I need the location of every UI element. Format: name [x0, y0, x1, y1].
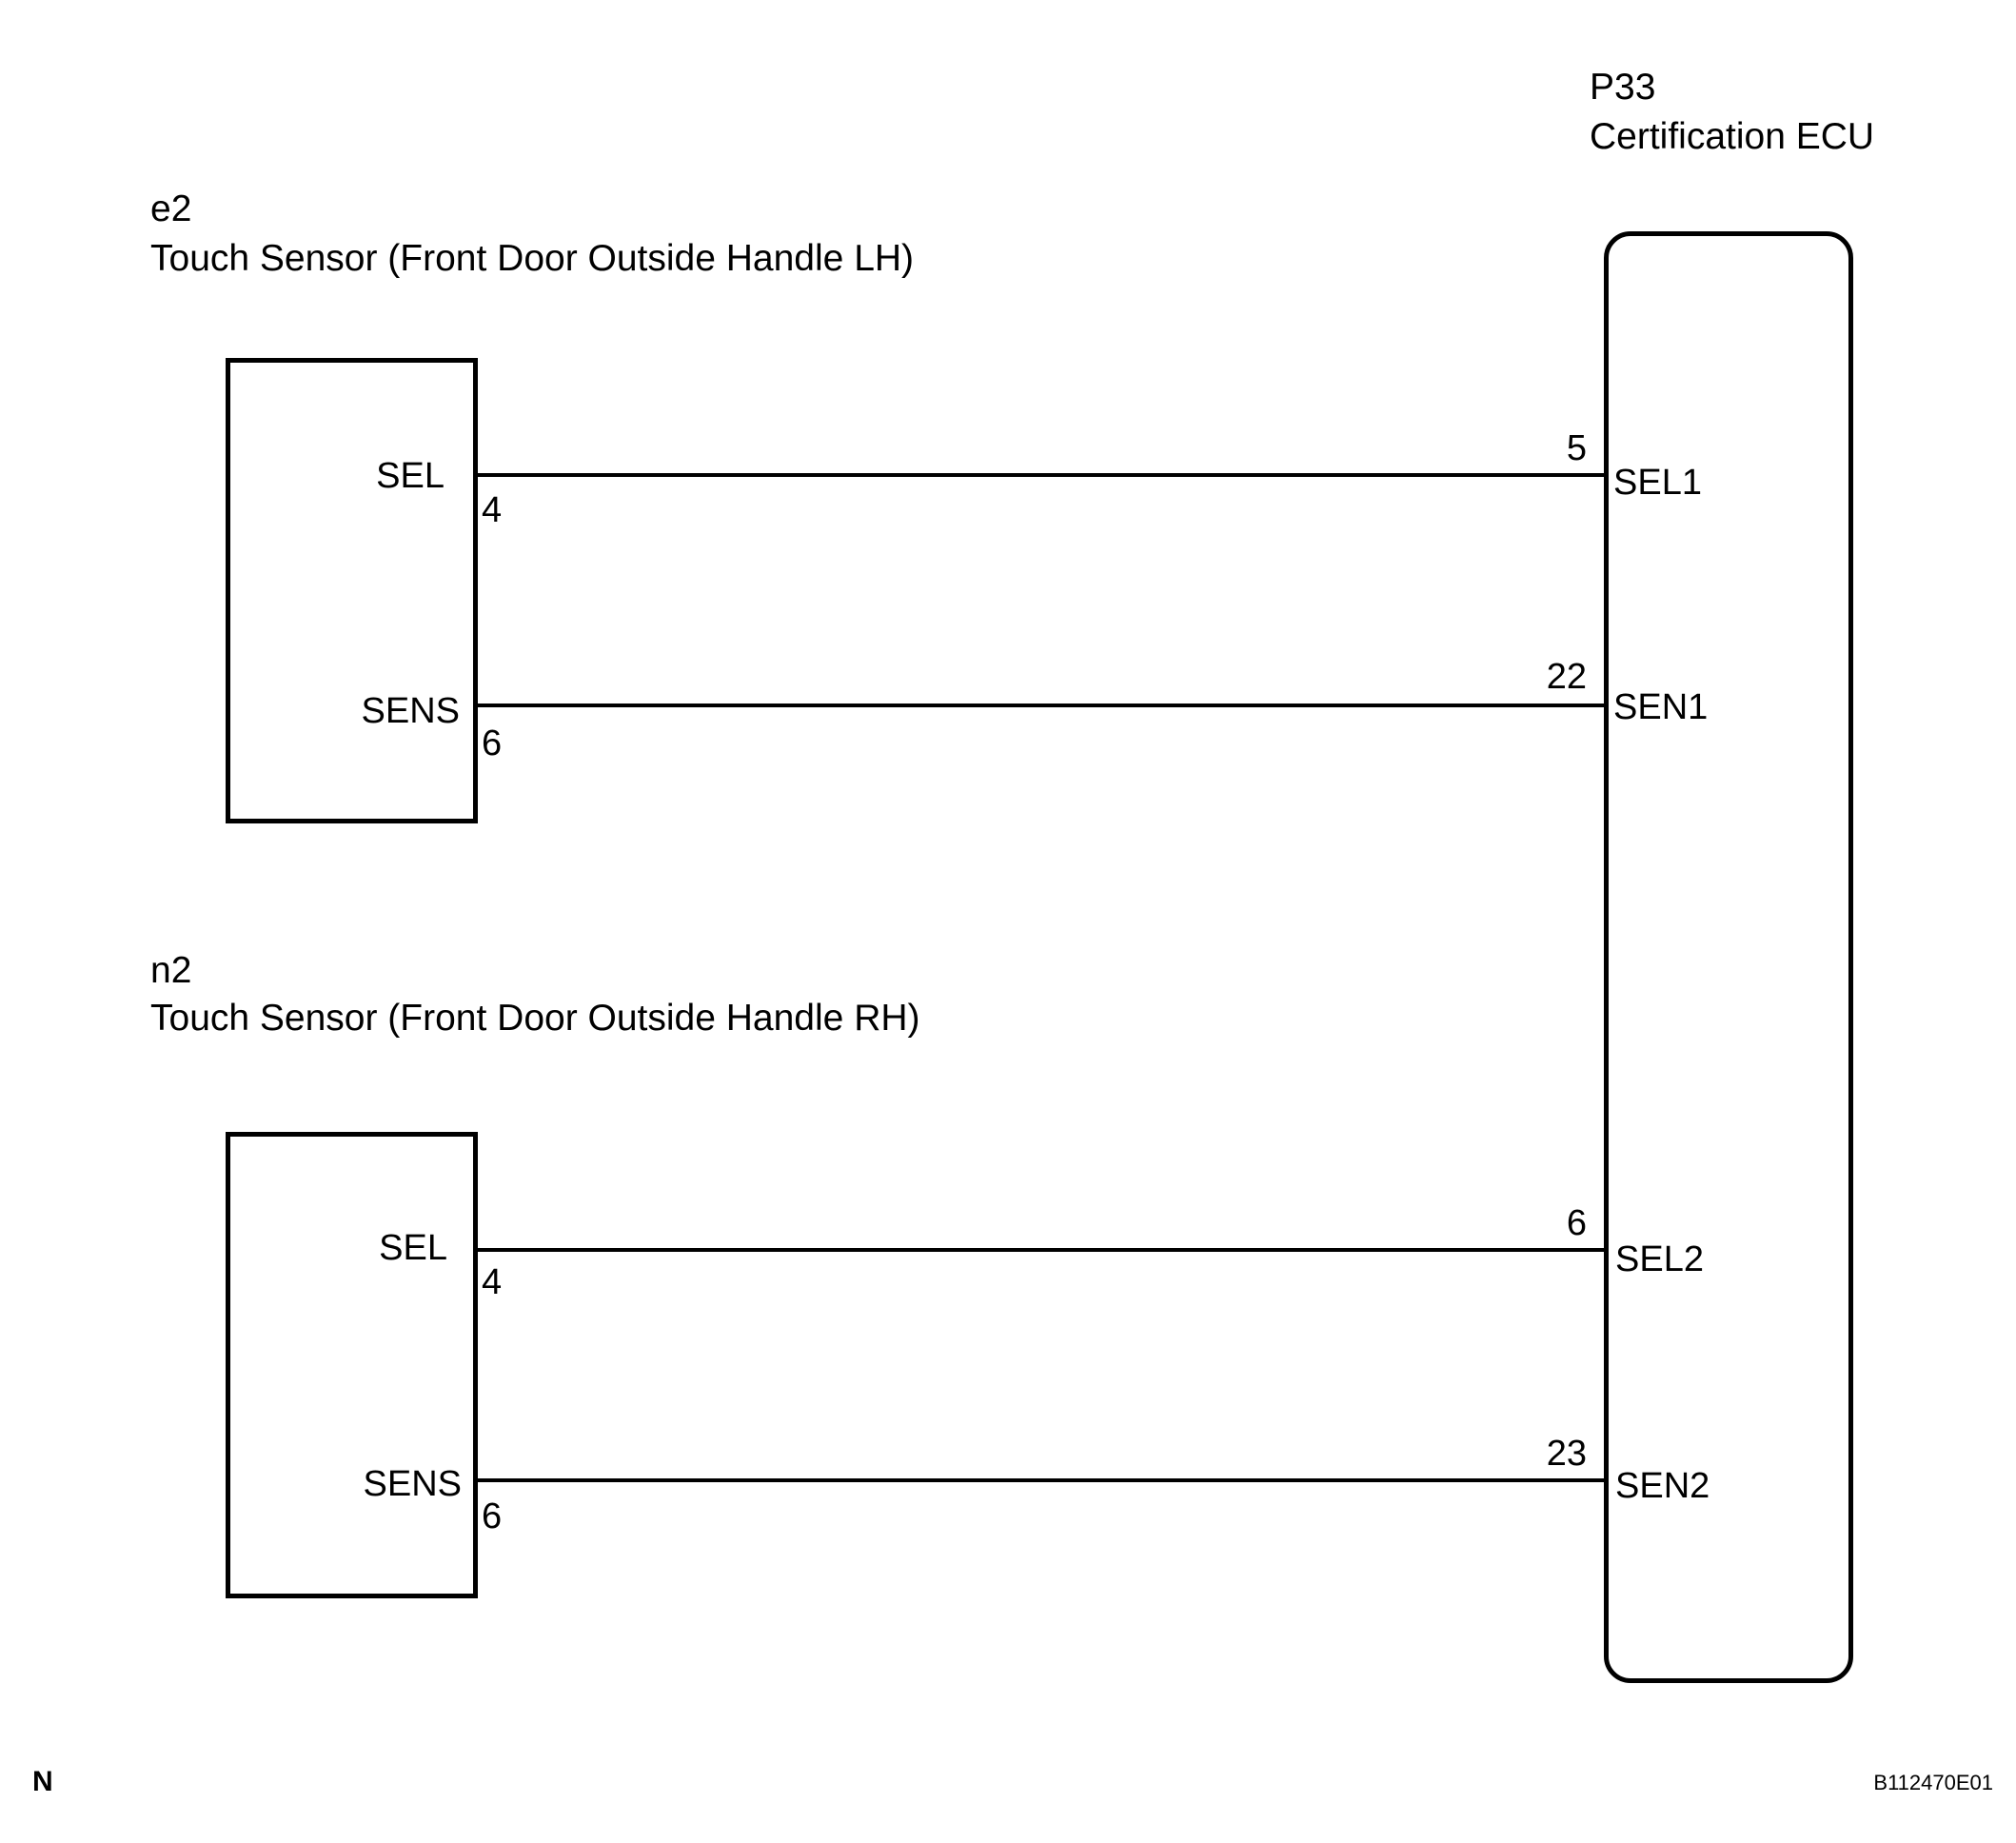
- ecu-pin-label-sen2: SEN2: [1615, 1466, 1710, 1506]
- sensor-rh-code: n2: [150, 950, 192, 991]
- ecu-pin-label-sel1: SEL1: [1613, 463, 1702, 503]
- wire-sel1: [478, 473, 1606, 477]
- ecu-pin-label-sen1: SEN1: [1613, 687, 1709, 727]
- sensor-rh-pin-num-sens: 6: [482, 1496, 503, 1536]
- sensor-lh-pin-num-sel: 4: [482, 490, 503, 530]
- sensor-lh-name: Touch Sensor (Front Door Outside Handle …: [150, 238, 915, 279]
- wire-sen1: [478, 704, 1606, 707]
- sensor-rh-pin-label-sel: SEL: [379, 1228, 447, 1268]
- sensor-lh-box: [226, 358, 478, 823]
- ecu-pin-num-sen2: 23: [1546, 1434, 1587, 1474]
- ecu-pin-num-sen1: 22: [1546, 657, 1587, 697]
- figure-code: B112470E01: [1873, 1771, 1993, 1794]
- ecu-code: P33: [1590, 67, 1656, 108]
- sensor-lh-pin-label-sens: SENS: [361, 691, 460, 731]
- sensor-rh-name: Touch Sensor (Front Door Outside Handle …: [150, 998, 920, 1039]
- sensor-lh-code: e2: [150, 188, 192, 229]
- ecu-name: Certification ECU: [1590, 116, 1875, 157]
- wire-sel2: [478, 1248, 1606, 1252]
- ecu-pin-num-sel1: 5: [1566, 428, 1587, 468]
- ecu-pin-label-sel2: SEL2: [1615, 1239, 1704, 1279]
- sensor-rh-pin-label-sens: SENS: [363, 1464, 462, 1504]
- ecu-box: [1604, 231, 1853, 1683]
- sensor-lh-pin-label-sel: SEL: [376, 456, 445, 496]
- sensor-rh-box: [226, 1132, 478, 1598]
- ecu-pin-num-sel2: 6: [1566, 1203, 1587, 1243]
- sensor-rh-pin-num-sel: 4: [482, 1262, 503, 1302]
- sensor-lh-pin-num-sens: 6: [482, 723, 503, 763]
- footer-letter: N: [32, 1766, 53, 1797]
- wire-sen2: [478, 1478, 1606, 1482]
